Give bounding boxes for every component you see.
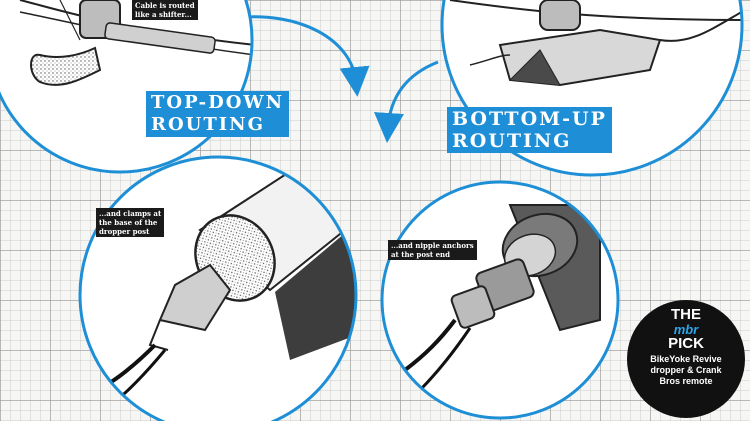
post-clamp-sketch	[78, 155, 358, 421]
badge-product-1: BikeYoke Revive	[650, 354, 722, 364]
top-down-arrow	[231, 15, 370, 97]
caption-clamps: ...and clamps at the base of the dropper…	[96, 208, 165, 237]
caption-shifter: Cable is routed like a shifter...	[132, 0, 198, 20]
badge-product-3: Bros remote	[659, 376, 713, 386]
remote-lever-sketch	[0, 0, 254, 174]
bottom-up-routing-label: BOTTOM-UP ROUTING	[447, 107, 612, 153]
caption-clamps-line-1: ...and clamps at	[99, 209, 162, 218]
top-down-line-2: ROUTING	[151, 114, 265, 135]
caption-nipple-line-1: ...and nipple anchors	[391, 241, 474, 250]
bottom-up-line-1: BOTTOM-UP	[452, 108, 607, 130]
mbr-pick-badge: THE mbr PICK BikeYoke Revive dropper & C…	[627, 300, 745, 418]
caption-shifter-line-1: Cable is routed	[135, 1, 195, 10]
caption-clamps-line-2: the base of the	[99, 218, 158, 227]
caption-shifter-line-2: like a shifter...	[135, 10, 192, 19]
bottom-up-arrow	[374, 60, 439, 143]
caption-nipple: ...and nipple anchors at the post end	[388, 240, 477, 260]
top-down-line-1: TOP-DOWN	[151, 92, 285, 113]
caption-nipple-line-2: at the post end	[391, 250, 451, 259]
bottom-up-line-2: ROUTING	[452, 130, 572, 152]
badge-pick: PICK	[668, 335, 704, 352]
badge-mbr-logo: mbr	[673, 322, 699, 337]
badge-product-2: dropper & Crank	[650, 365, 722, 375]
nipple-anchor-sketch	[380, 180, 620, 420]
caption-clamps-line-3: dropper post	[99, 227, 150, 236]
top-down-routing-label: TOP-DOWN ROUTING	[146, 91, 290, 137]
badge-the: THE	[671, 306, 701, 323]
